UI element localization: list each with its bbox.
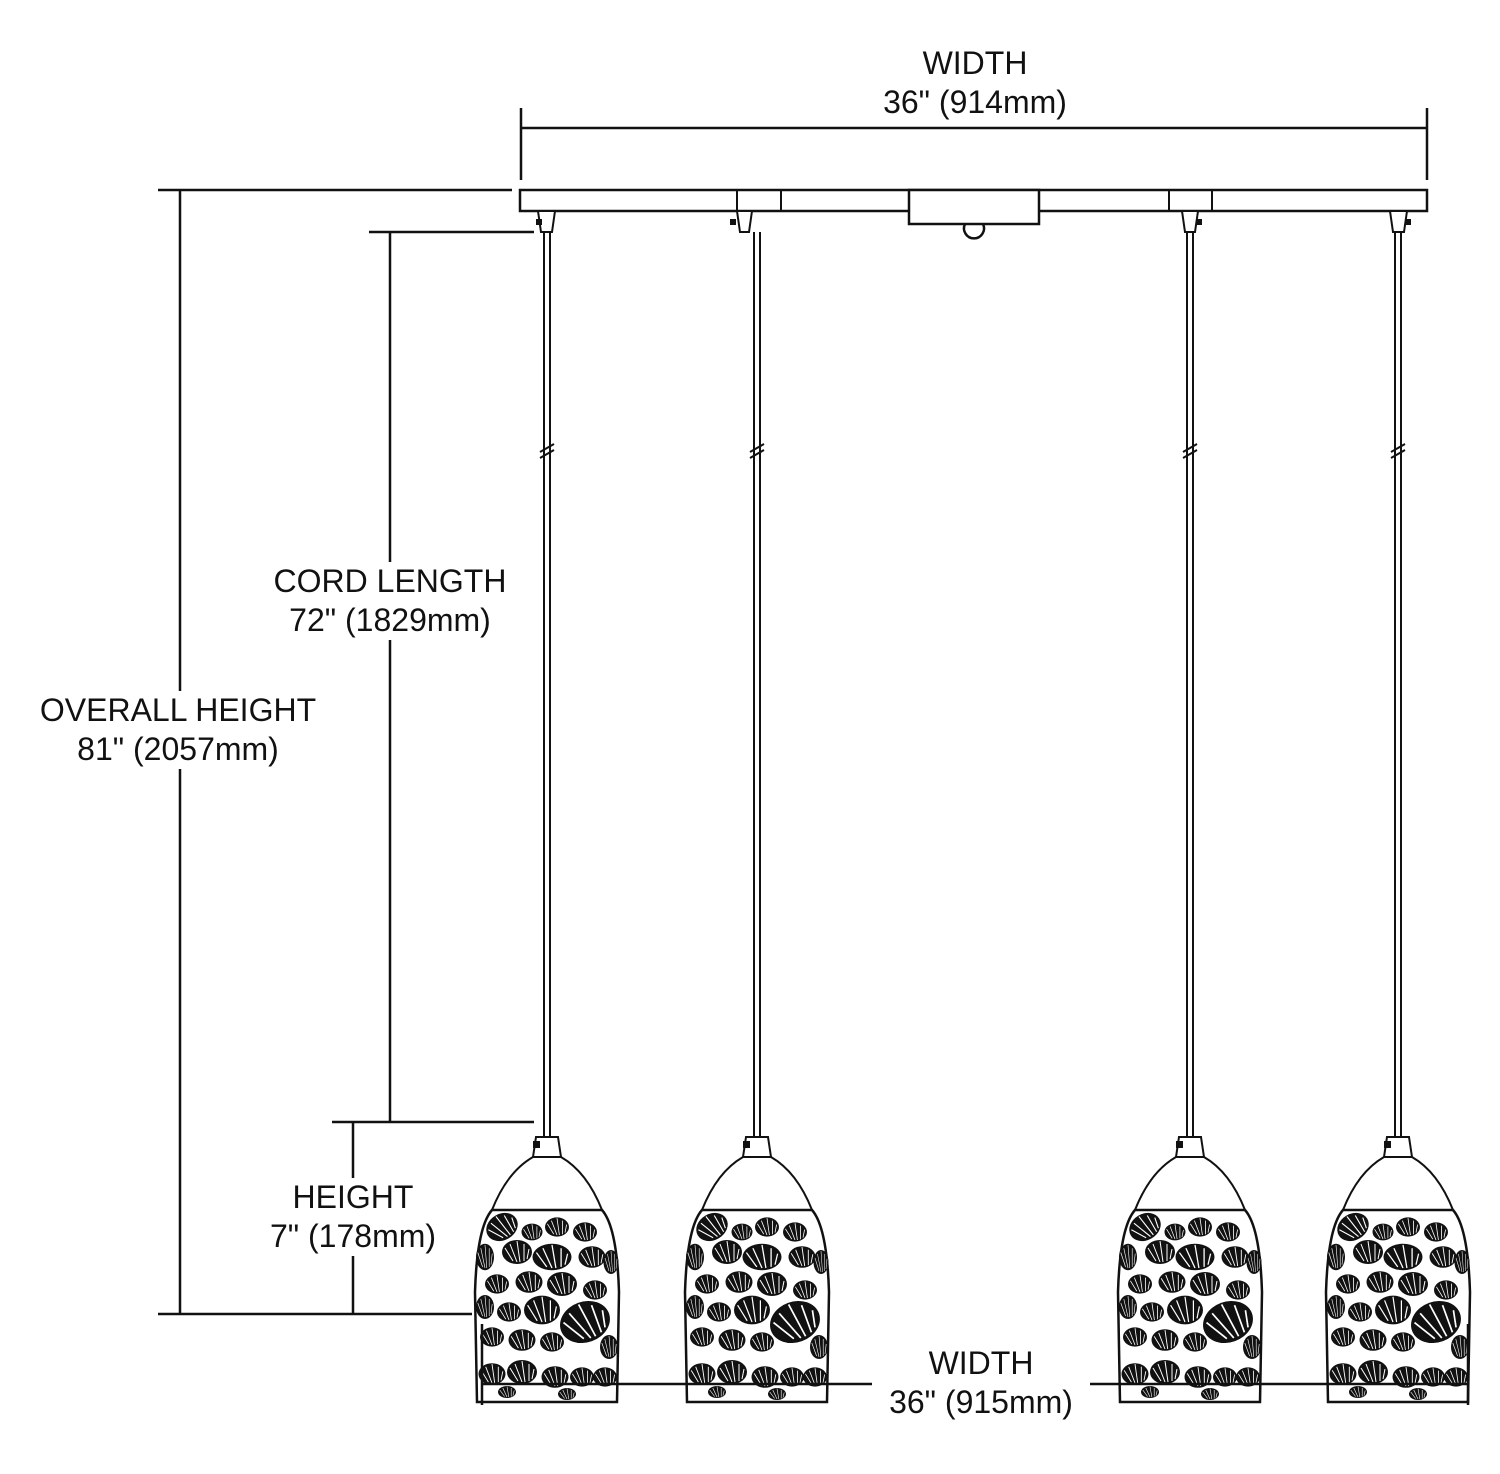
overall-height-title: OVERALL HEIGHT — [39, 692, 317, 728]
shade-height-label: HEIGHT 7" (178mm) — [254, 1178, 452, 1256]
top-width-value: 36" (914mm) — [883, 84, 1067, 120]
top-width-dimension-line — [519, 108, 1429, 180]
pendant-1 — [475, 232, 619, 1402]
pendant-4 — [1326, 232, 1470, 1402]
bottom-width-title: WIDTH — [928, 1345, 1034, 1381]
cord-mounts — [536, 210, 1411, 233]
cord-length-value: 72" (1829mm) — [289, 602, 491, 638]
shade-height-title: HEIGHT — [292, 1179, 414, 1215]
top-width-title: WIDTH — [922, 45, 1028, 81]
overall-height-value: 81" (2057mm) — [77, 731, 279, 767]
center-junction-box — [907, 188, 1041, 240]
cord-length-label: CORD LENGTH 72" (1829mm) — [258, 562, 522, 640]
cord-length-title: CORD LENGTH — [273, 563, 507, 599]
pendant-3 — [1118, 232, 1262, 1402]
hook-icon — [962, 223, 986, 240]
shade-height-value: 7" (178mm) — [269, 1218, 437, 1254]
bottom-width-value: 36" (915mm) — [889, 1384, 1073, 1420]
cord-length-dimension-line — [369, 230, 534, 1124]
overall-height-label: OVERALL HEIGHT 81" (2057mm) — [22, 691, 334, 769]
top-width-label: WIDTH 36" (914mm) — [855, 44, 1095, 122]
bottom-width-label: WIDTH 36" (915mm) — [872, 1344, 1090, 1422]
pendant-2 — [685, 232, 829, 1402]
